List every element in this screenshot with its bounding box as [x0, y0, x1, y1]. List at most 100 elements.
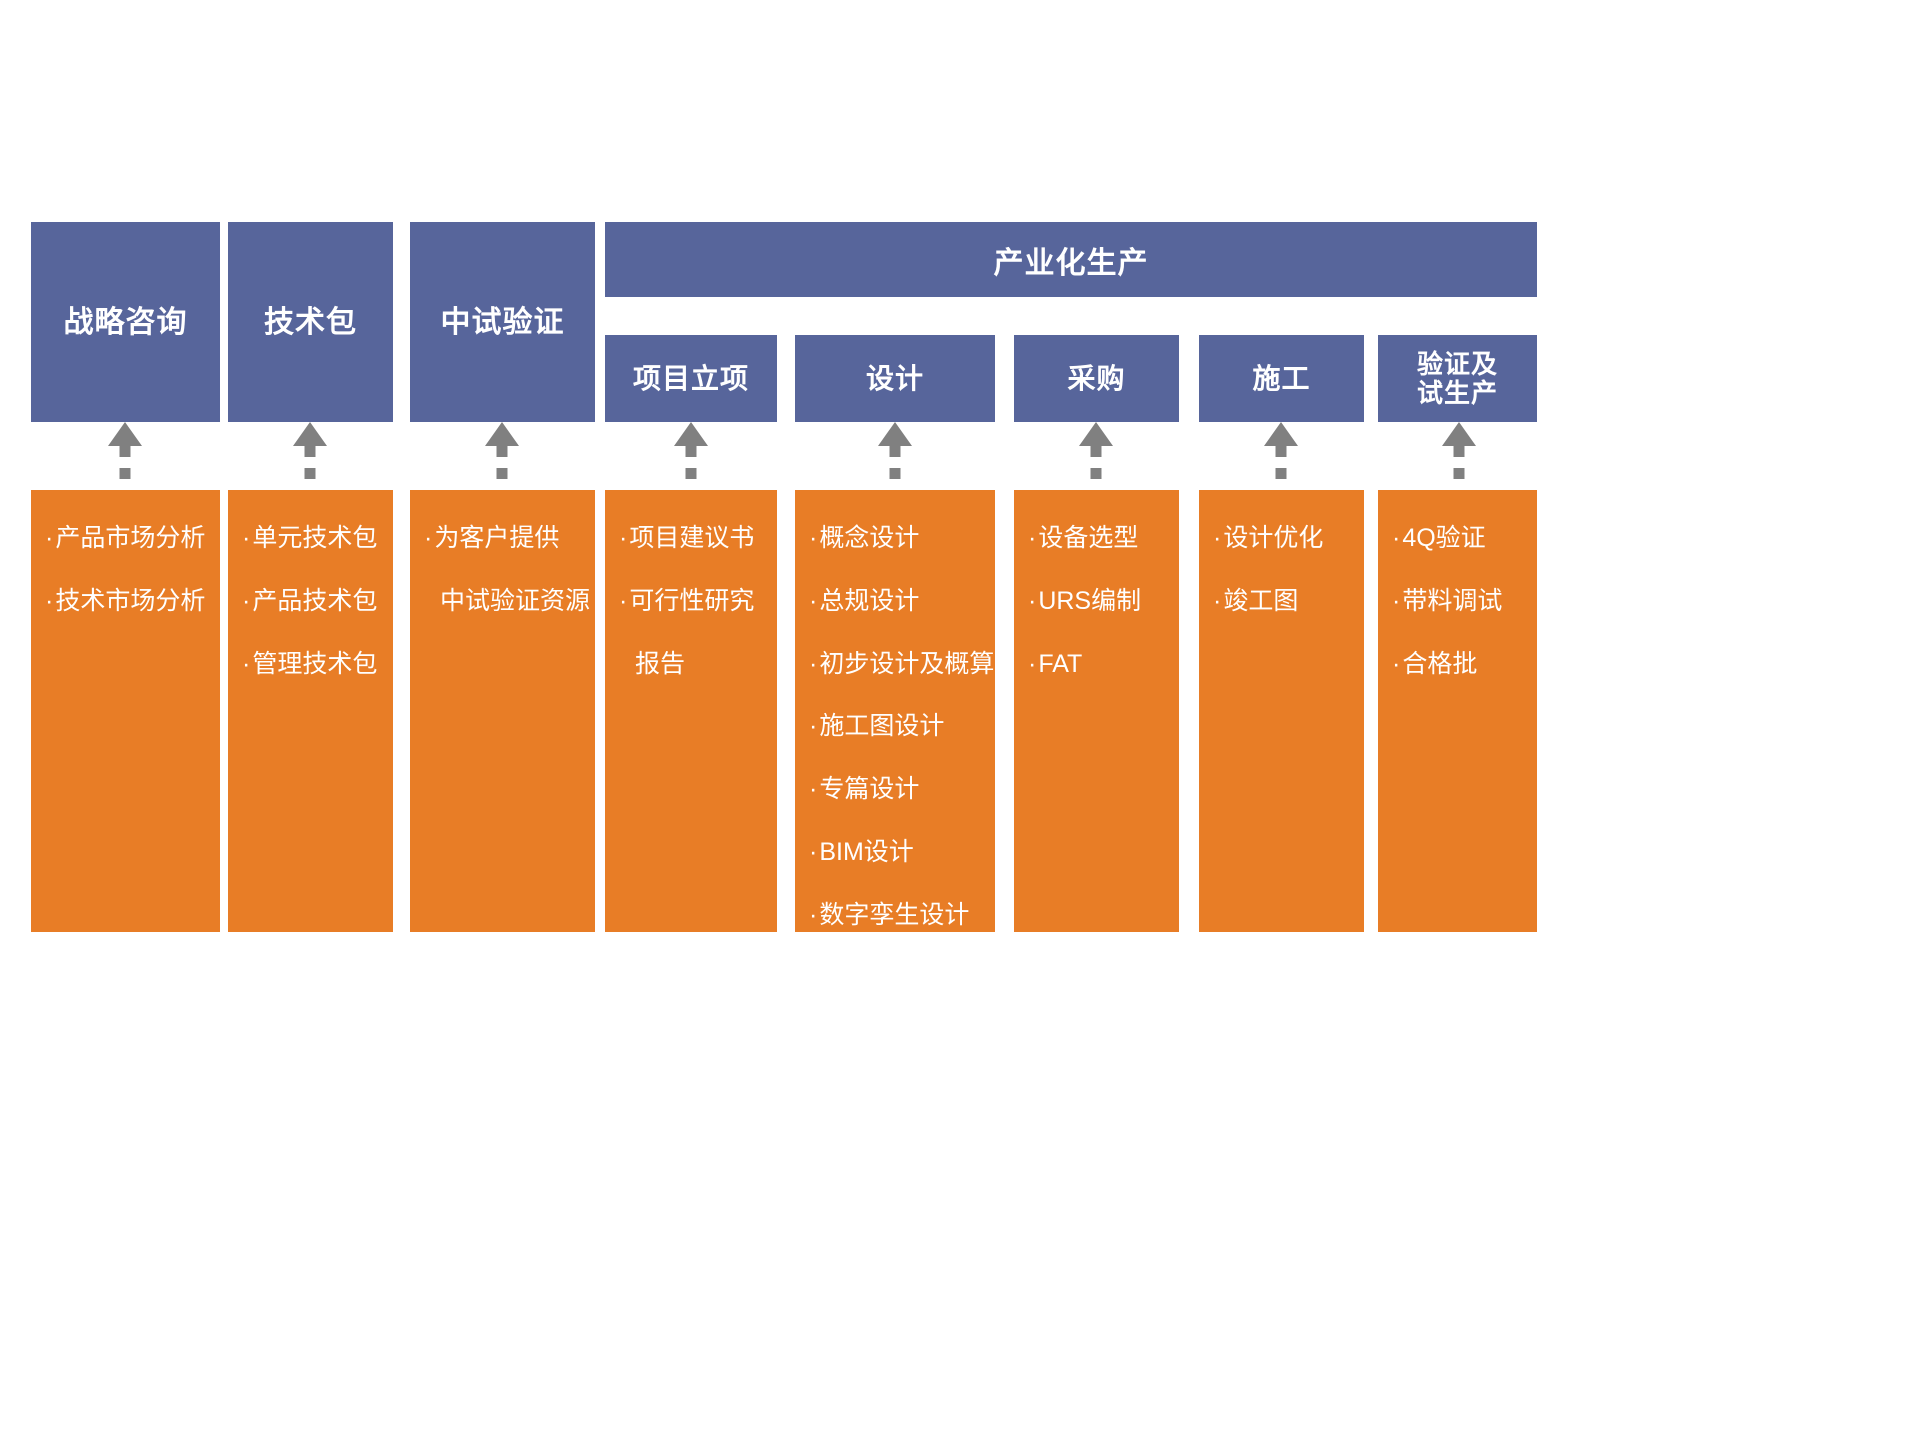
- bullet-glyph: ·: [1392, 586, 1401, 615]
- stage-header-procurement[interactable]: 采购: [1014, 335, 1179, 422]
- stage-header-label: 技术包: [264, 306, 357, 339]
- stage-header-label: 设计: [865, 362, 924, 394]
- connector-arrow-procurement: [1079, 422, 1113, 490]
- stage-header-label: 项目立项: [632, 362, 749, 394]
- list-item: ·施工图设计: [809, 712, 981, 741]
- bullet-glyph: ·: [809, 712, 818, 741]
- list-item-label: 合格批: [1402, 649, 1478, 678]
- bullet-glyph: ·: [809, 775, 818, 803]
- bullet-glyph: ·: [242, 649, 251, 678]
- arrow-head-icon: [1442, 422, 1476, 446]
- list-item: ·总规设计: [809, 587, 981, 616]
- list-item: 中试验证资源: [424, 587, 590, 616]
- arrow-shaft: [1453, 446, 1465, 490]
- list-item: ·产品技术包: [242, 587, 379, 616]
- arrow-shaft: [1275, 446, 1287, 490]
- stage-header-construction[interactable]: 施工: [1199, 335, 1364, 422]
- bullet-glyph: ·: [1392, 524, 1401, 552]
- bullet-glyph: ·: [809, 524, 818, 552]
- list-item-label: 概念设计: [819, 524, 920, 552]
- group-header-label: 产业化生产: [993, 246, 1149, 280]
- connector-arrow-technology-package: [293, 422, 327, 490]
- bullet-glyph: ·: [242, 524, 251, 552]
- arrow-head-icon: [674, 422, 708, 446]
- detail-box-technology-package[interactable]: ·单元技术包 ·产品技术包 ·管理技术包: [228, 490, 393, 932]
- stage-header-validation-trial-production[interactable]: 验证及 试生产: [1378, 335, 1537, 422]
- list-item-label: BIM设计: [819, 837, 914, 866]
- list-item-label: 带料调试: [1402, 586, 1503, 615]
- stage-header-label: 战略咨询: [63, 306, 188, 339]
- connector-arrow-pilot-verification: [485, 422, 519, 490]
- detail-box-project-initiation[interactable]: ·项目建议书 ·可行性研究 报告: [605, 490, 777, 932]
- list-item: ·BIM设计: [809, 838, 981, 867]
- stage-header-pilot-verification[interactable]: 中试验证: [410, 222, 595, 422]
- stage-header-strategy-consulting[interactable]: 战略咨询: [31, 222, 220, 422]
- arrow-head-icon: [485, 422, 519, 446]
- list-item-label: 竣工图: [1223, 586, 1299, 615]
- list-item-label: 产品市场分析: [55, 524, 206, 552]
- list-item: ·产品市场分析: [45, 524, 206, 553]
- bullet-glyph: ·: [619, 524, 628, 552]
- arrow-head-icon: [1079, 422, 1113, 446]
- list-item: ·技术市场分析: [45, 587, 206, 616]
- stage-header-label-line1: 验证及: [1416, 348, 1498, 379]
- bullet-glyph: ·: [1213, 524, 1222, 552]
- stage-header-design[interactable]: 设计: [795, 335, 995, 422]
- list-item: ·设备选型: [1028, 524, 1165, 553]
- detail-box-pilot-verification[interactable]: ·为客户提供 中试验证资源: [410, 490, 595, 932]
- list-item: ·管理技术包: [242, 650, 379, 679]
- stage-header-technology-package[interactable]: 技术包: [228, 222, 393, 422]
- detail-box-design[interactable]: ·概念设计 ·总规设计 ·初步设计及概算 ·施工图设计 ·专篇设计 ·BIM设计…: [795, 490, 995, 932]
- arrow-shaft: [889, 446, 901, 490]
- stage-header-label-line2: 试生产: [1416, 377, 1498, 408]
- list-item-label: 设计优化: [1223, 524, 1324, 552]
- bullet-glyph: ·: [45, 524, 54, 552]
- bullet-glyph: ·: [809, 900, 818, 929]
- list-item-label: 报告: [635, 649, 686, 678]
- stage-header-label: 施工: [1252, 362, 1311, 394]
- list-item-label: 管理技术包: [252, 649, 378, 678]
- arrow-head-icon: [293, 422, 327, 446]
- arrow-head-icon: [108, 422, 142, 446]
- bullet-glyph: ·: [242, 586, 251, 615]
- list-item-label: 4Q验证: [1402, 524, 1486, 552]
- bullet-glyph: ·: [424, 524, 433, 552]
- arrow-shaft: [304, 446, 316, 490]
- detail-box-validation-trial-production[interactable]: ·4Q验证 ·带料调试 ·合格批: [1378, 490, 1537, 932]
- list-item-label: 可行性研究: [629, 586, 755, 615]
- list-item: ·4Q验证: [1392, 524, 1523, 553]
- stage-header-label: 采购: [1067, 362, 1126, 394]
- bullet-glyph: ·: [1392, 649, 1401, 678]
- stage-header-project-initiation[interactable]: 项目立项: [605, 335, 777, 422]
- list-item: ·初步设计及概算: [809, 650, 994, 679]
- arrow-head-icon: [1264, 422, 1298, 446]
- list-item-label: 数字孪生设计: [819, 900, 970, 929]
- list-item: ·为客户提供: [424, 524, 581, 553]
- list-item-label: 初步设计及概算: [819, 649, 995, 678]
- list-item: ·设计优化: [1213, 524, 1350, 553]
- list-item-label: 中试验证资源: [440, 586, 591, 615]
- list-item: ·URS编制: [1028, 587, 1165, 616]
- list-item-label: FAT: [1038, 649, 1083, 678]
- arrow-shaft: [1090, 446, 1102, 490]
- list-item-label: 为客户提供: [434, 524, 560, 552]
- list-item-label: 产品技术包: [252, 586, 378, 615]
- list-item: ·数字孪生设计: [809, 901, 981, 930]
- list-item: ·单元技术包: [242, 524, 379, 553]
- detail-box-construction[interactable]: ·设计优化 · 竣工图: [1199, 490, 1364, 932]
- arrow-head-icon: [878, 422, 912, 446]
- detail-box-procurement[interactable]: ·设备选型 ·URS编制 ·FAT: [1014, 490, 1179, 932]
- list-item: ·专篇设计: [809, 775, 981, 804]
- connector-arrow-validation-trial-production: [1442, 422, 1476, 490]
- list-item: ·带料调试: [1392, 587, 1523, 616]
- connector-arrow-construction: [1264, 422, 1298, 490]
- detail-box-strategy-consulting[interactable]: ·产品市场分析 ·技术市场分析: [31, 490, 220, 932]
- bullet-glyph: ·: [1028, 649, 1037, 678]
- bullet-glyph: ·: [1028, 586, 1037, 615]
- list-item-label: 施工图设计: [819, 712, 945, 741]
- arrow-shaft: [119, 446, 131, 490]
- list-item-label: 项目建议书: [629, 524, 755, 552]
- group-header-industrialized-production[interactable]: 产业化生产: [605, 222, 1537, 297]
- list-item: 报告: [619, 650, 763, 679]
